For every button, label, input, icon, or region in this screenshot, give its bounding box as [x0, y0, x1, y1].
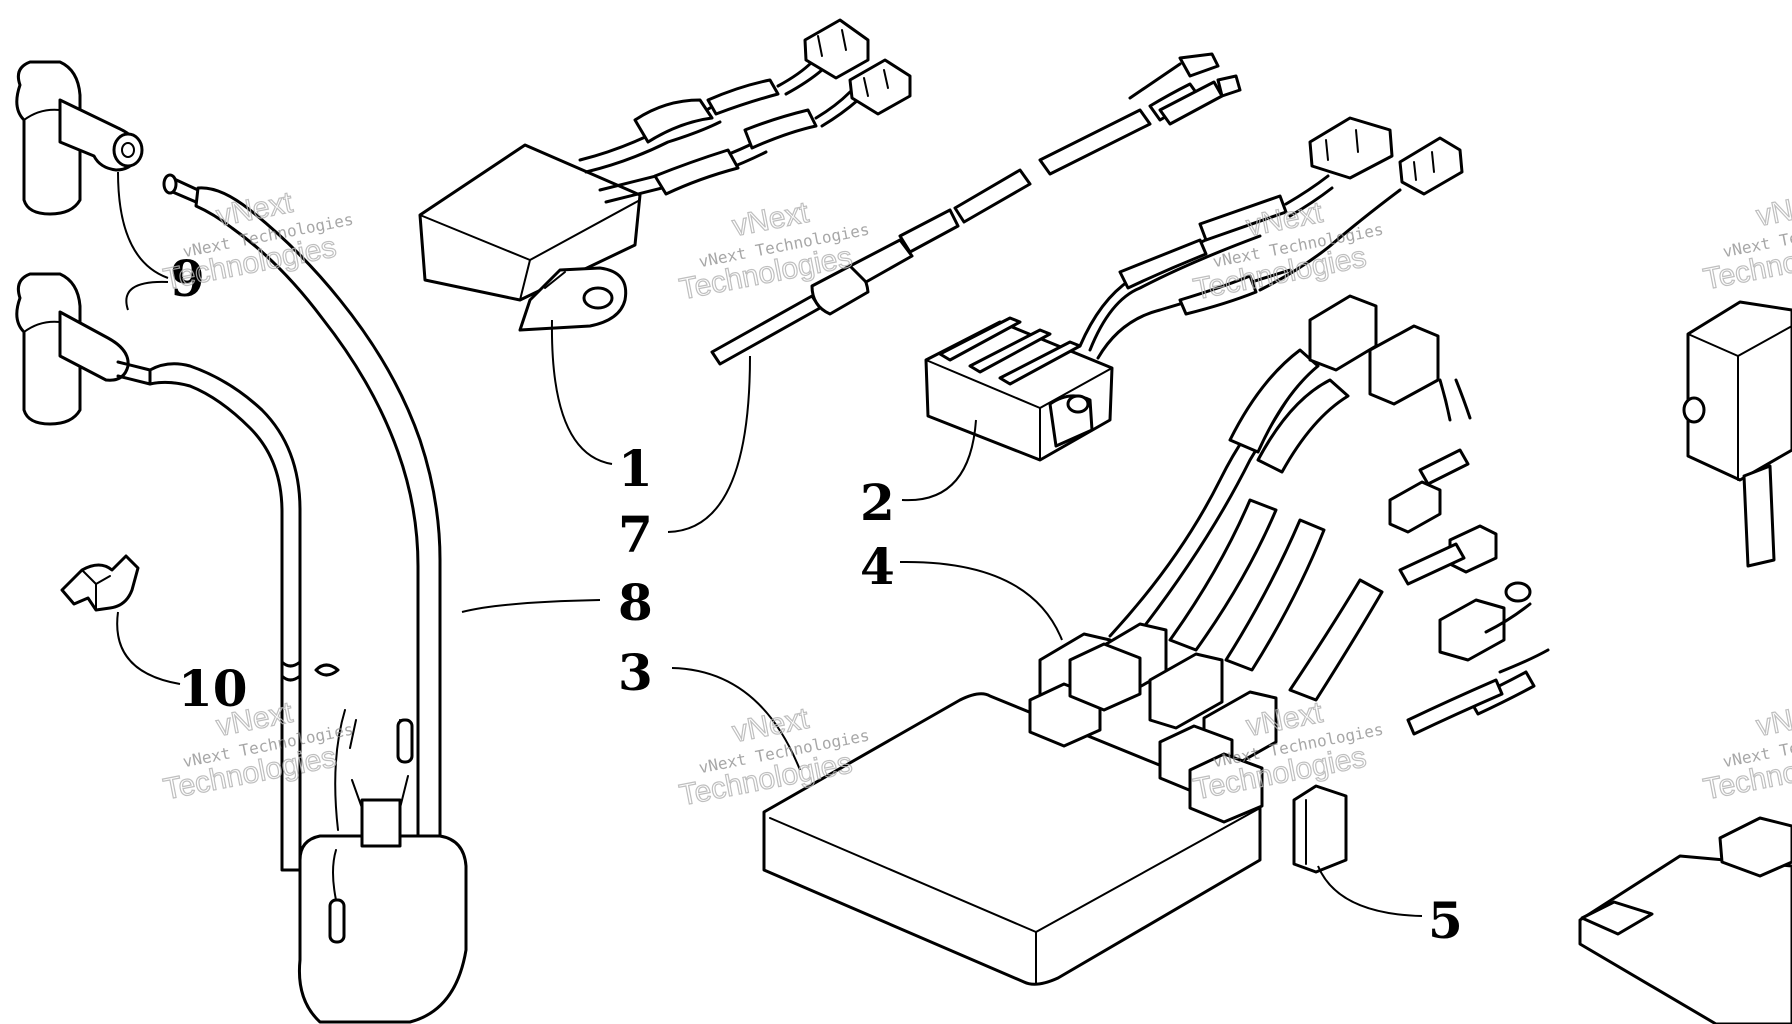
callout-8: 8: [618, 573, 653, 632]
callout-5: 5: [1428, 891, 1463, 950]
callout-9: 9: [170, 249, 205, 308]
callout-7: 7: [618, 505, 653, 564]
ignition-coil: [280, 660, 468, 1024]
callout-2: 2: [860, 473, 895, 532]
watermark-vnext: vNext: [1754, 696, 1792, 743]
voltage-regulator: [924, 116, 1464, 462]
wiring-harness: [1038, 294, 1550, 770]
watermark-vnext: vNext: [1754, 186, 1792, 233]
watermark: vNext vNext Technologies Technologies vN…: [160, 185, 1792, 813]
lead-clip: [60, 554, 140, 612]
temperature-sensor: [710, 52, 1242, 366]
leader-lines: [116, 171, 1423, 917]
callout-1: 1: [618, 439, 653, 498]
cdi-unit: [418, 18, 912, 332]
callout-10: 10: [178, 659, 248, 718]
partial-component-right: [1578, 300, 1792, 1024]
ecu-box: [762, 642, 1348, 986]
callout-4: 4: [860, 537, 895, 596]
spark-plug-cap-lower: [15, 272, 130, 426]
spark-plug-cap-upper: [15, 60, 144, 216]
callout-3: 3: [618, 643, 653, 702]
